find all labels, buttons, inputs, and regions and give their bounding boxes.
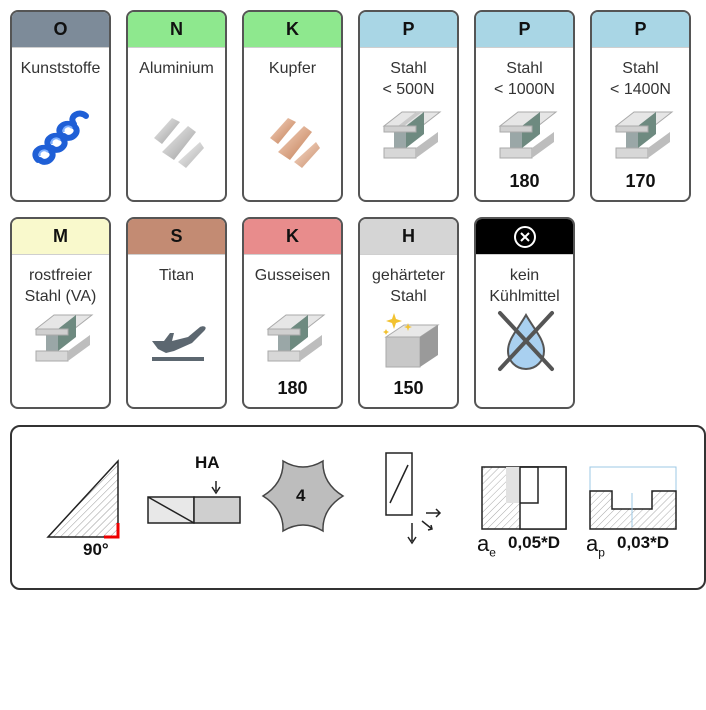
cutting-speed-value: 170 <box>625 171 656 191</box>
material-name: Kunststoffe <box>20 60 101 77</box>
axial-depth-diagram-icon <box>589 466 677 530</box>
material-card-titanium: S Titan <box>126 217 227 409</box>
material-code: K <box>244 12 341 48</box>
radial-depth-diagram-icon <box>481 466 567 530</box>
material-card-copper: K Kupfer <box>242 10 343 202</box>
material-name: rostfreier Stahl (VA) <box>24 267 97 305</box>
plastic-spiral-icon <box>32 110 89 165</box>
cutting-speed-value: 180 <box>509 171 540 191</box>
ap-value: 0,03*D <box>617 533 669 552</box>
cutting-speed-value: 150 <box>393 378 424 398</box>
material-name: Stahl < 1400N <box>610 60 671 98</box>
steel-beam-icon <box>614 111 674 159</box>
feed-direction-icon <box>385 452 442 545</box>
material-card-steel-500: P Stahl < 500N <box>358 10 459 202</box>
material-code: P <box>360 12 457 48</box>
material-name: Stahl < 500N <box>382 60 435 98</box>
material-name: kein Kühlmittel <box>489 267 560 305</box>
aluminium-strip-icon <box>154 118 204 168</box>
close-circle-icon <box>513 226 536 249</box>
ae-value: 0,05*D <box>508 533 560 552</box>
shank-diagram-icon <box>147 481 241 524</box>
material-code: P <box>592 12 689 48</box>
cast-iron-beam-icon <box>266 314 326 362</box>
material-name: Aluminium <box>139 60 214 77</box>
ap-symbol: ap <box>586 531 605 560</box>
material-code: N <box>128 12 225 48</box>
cutting-speed-value: 180 <box>277 378 308 398</box>
flutes-star-icon <box>261 459 345 533</box>
material-name: Kupfer <box>268 60 317 77</box>
steel-beam-icon <box>498 111 558 159</box>
no-coolant-icon <box>498 311 554 371</box>
airplane-icon <box>152 326 206 361</box>
material-code: K <box>244 219 341 255</box>
material-code <box>476 219 573 255</box>
hardened-steel-block-icon <box>383 313 440 368</box>
material-card-aluminium: N Aluminium <box>126 10 227 202</box>
corner-angle-label: 90° <box>83 540 109 559</box>
material-name: Gusseisen <box>254 267 331 284</box>
material-card-steel-1000: P Stahl < 1000N 180 <box>474 10 575 202</box>
material-name: Stahl < 1000N <box>494 60 555 98</box>
material-name: Titan <box>159 267 194 284</box>
material-code: S <box>128 219 225 255</box>
material-card-cast-iron: K Gusseisen 180 <box>242 217 343 409</box>
ae-symbol: ae <box>477 531 496 560</box>
material-code: P <box>476 12 573 48</box>
corner-angle-icon <box>46 459 120 539</box>
material-code: H <box>360 219 457 255</box>
material-code: M <box>12 219 109 255</box>
material-card-steel-1400: P Stahl < 1400N 170 <box>590 10 691 202</box>
tool-specs-panel: 90° HA 4 ae 0,05*D <box>10 425 706 590</box>
material-code: O <box>12 12 109 48</box>
steel-beam-icon <box>382 111 442 159</box>
steel-beam-icon <box>34 314 94 362</box>
material-card-no-coolant: kein Kühlmittel <box>474 217 575 409</box>
material-card-plastics: O Kunststoffe <box>10 10 111 202</box>
material-card-stainless: M rostfreier Stahl (VA) <box>10 217 111 409</box>
flutes-count-label: 4 <box>296 486 306 505</box>
material-name: gehärteter Stahl <box>372 267 445 305</box>
shank-type-label: HA <box>195 453 220 472</box>
material-card-hardened-steel: H gehärteter Stahl 150 <box>358 217 459 409</box>
copper-strip-icon <box>270 118 320 168</box>
